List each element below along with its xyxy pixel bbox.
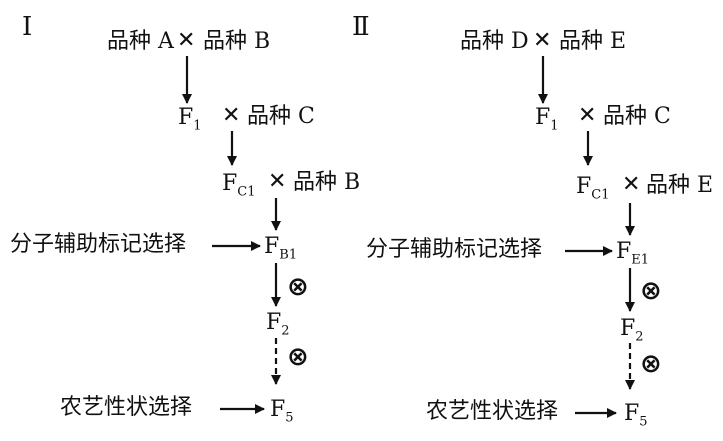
panel2-cross2-parent: 品种 C bbox=[603, 104, 671, 129]
panel2-cross-symbol-2: ✕ bbox=[578, 103, 597, 128]
panel2-parent-b: 品种 E bbox=[559, 29, 627, 54]
panel2-selfing-symbol-1: ⊗ bbox=[640, 276, 662, 306]
panel2-parent-a: 品种 D bbox=[460, 29, 529, 54]
panel1-fb1: FB1 bbox=[264, 234, 298, 263]
panel2-selection1-label: 分子辅助标记选择 bbox=[366, 237, 543, 262]
panel1-selection1-label: 分子辅助标记选择 bbox=[10, 232, 187, 257]
panel2-f1: F1 bbox=[535, 105, 559, 134]
panel1-cross-symbol-2: ✕ bbox=[222, 103, 241, 128]
panel1-f1: F1 bbox=[178, 105, 202, 134]
panel2-cross3-parent: 品种 E bbox=[646, 173, 714, 198]
panel2-numeral: Ⅱ bbox=[352, 12, 370, 42]
panel1-parent-b: 品种 B bbox=[203, 29, 271, 54]
panel1-cross-symbol-3: ✕ bbox=[268, 169, 287, 194]
panel1-selfing-symbol-2: ⊗ bbox=[287, 342, 309, 372]
panel1-parent-a: 品种 A bbox=[107, 29, 174, 54]
panel1-f2: F2 bbox=[266, 310, 290, 339]
panel1-cross3-parent: 品种 B bbox=[293, 170, 361, 195]
panel1-fc1: FC1 bbox=[222, 171, 256, 200]
panel2-cross-symbol-1: ✕ bbox=[533, 28, 552, 53]
panel2-selection2-label: 农艺性状选择 bbox=[426, 399, 559, 424]
panel2-f5: F5 bbox=[624, 401, 648, 430]
panel1-f5: F5 bbox=[270, 397, 294, 426]
panel2-fe1: FE1 bbox=[616, 239, 650, 268]
panel2-f2: F2 bbox=[620, 316, 644, 345]
panel2-selfing-symbol-2: ⊗ bbox=[640, 349, 662, 379]
panel1-cross-symbol-1: ✕ bbox=[177, 28, 196, 53]
panel1-selection2-label: 农艺性状选择 bbox=[60, 395, 193, 420]
panel2-fc1: FC1 bbox=[576, 174, 610, 203]
panel1-cross2-parent: 品种 C bbox=[247, 104, 315, 129]
panel2-cross-symbol-3: ✕ bbox=[622, 172, 641, 197]
panel1-numeral: Ⅰ bbox=[22, 12, 33, 42]
panel1-selfing-symbol-1: ⊗ bbox=[287, 272, 309, 302]
